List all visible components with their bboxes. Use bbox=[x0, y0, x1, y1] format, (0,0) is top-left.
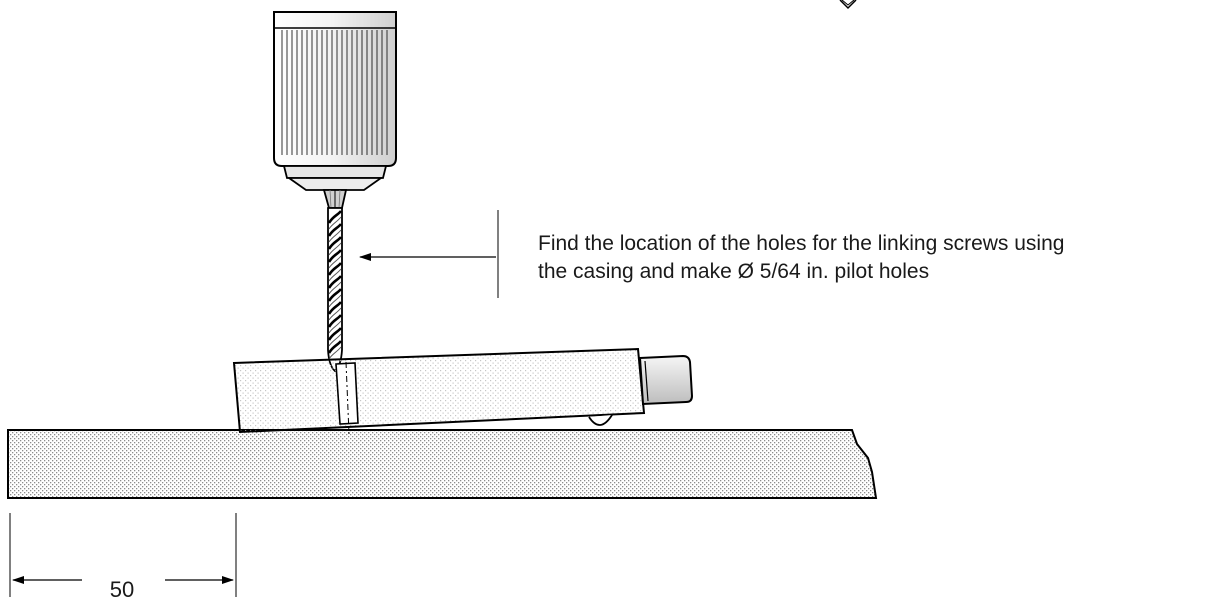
drill-chuck bbox=[273, 11, 397, 209]
work-board bbox=[7, 429, 878, 499]
dimension-value: 50 bbox=[110, 577, 134, 600]
partial-symbol-icon bbox=[839, 0, 857, 10]
chuck-knurling bbox=[281, 30, 388, 155]
casing-plug bbox=[638, 354, 694, 406]
casing bbox=[232, 347, 694, 435]
chuck-nose bbox=[286, 177, 384, 191]
chuck-ring bbox=[282, 165, 388, 179]
casing-body bbox=[232, 347, 646, 434]
casing-foot bbox=[588, 414, 613, 426]
chuck-body bbox=[273, 11, 397, 167]
callout-text-line-2: the casing and make Ø 5/64 in. pilot hol… bbox=[538, 260, 929, 283]
callout-text-line-1: Find the location of the holes for the l… bbox=[538, 232, 1064, 255]
drill-bit-flutes bbox=[327, 210, 343, 360]
hole-center-line bbox=[345, 361, 350, 435]
drill-bit bbox=[327, 207, 343, 373]
